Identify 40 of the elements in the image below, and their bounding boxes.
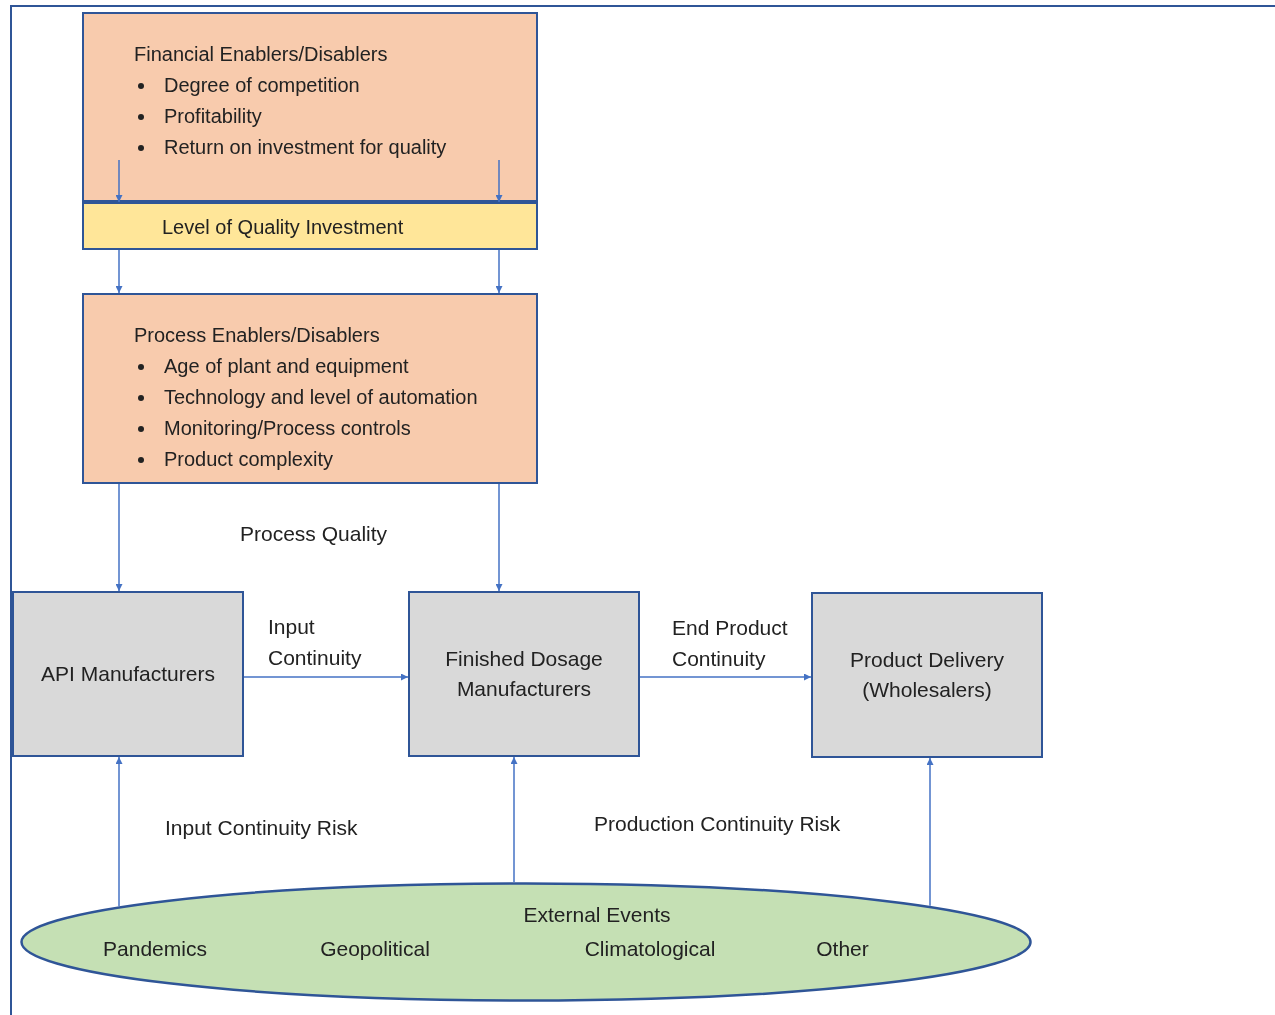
stage-label: API Manufacturers	[40, 661, 216, 687]
product-delivery-box	[811, 592, 1043, 758]
edge-label: End Product Continuity	[672, 615, 789, 672]
dosage-manufacturers-box	[408, 591, 640, 757]
arrow	[495, 483, 503, 592]
factor-item: Degree of competition	[164, 73, 360, 97]
stage-label: Product Delivery (Wholesalers)	[848, 647, 1006, 703]
event-type-label: Climatological	[583, 936, 717, 962]
event-type-label: Geopolitical	[319, 936, 431, 962]
quality-investment-band	[82, 202, 538, 250]
event-type-label: Pandemics	[102, 936, 208, 962]
api-manufacturers-box	[12, 591, 244, 757]
arrow	[243, 673, 409, 681]
event-type-label: Other	[815, 936, 870, 962]
edge-label: Input Continuity	[268, 614, 363, 671]
flow-label: Production Continuity Risk	[594, 811, 841, 837]
factor-heading: Financial Enablers/Disablers	[134, 42, 388, 66]
factor-item: Return on investment for quality	[164, 135, 447, 159]
factor-item: Product complexity	[164, 447, 333, 471]
arrow	[495, 159, 503, 203]
flow-label: Process Quality	[240, 521, 388, 547]
arrow	[115, 483, 123, 592]
arrow	[115, 159, 123, 203]
arrow	[115, 249, 123, 294]
band-label: Level of Quality Investment	[162, 215, 404, 239]
factor-item: Monitoring/Process controls	[164, 416, 411, 440]
factor-item: Technology and level of automation	[164, 385, 478, 409]
arrow	[510, 756, 518, 883]
arrow	[115, 756, 123, 908]
events-heading: External Events	[522, 902, 672, 928]
financial-factors-box	[82, 12, 538, 202]
factor-item: Profitability	[164, 104, 262, 128]
factor-heading: Process Enablers/Disablers	[134, 323, 380, 347]
arrow	[495, 249, 503, 294]
stage-label: Finished Dosage Manufacturers	[444, 646, 604, 702]
process-factors-box	[82, 293, 538, 484]
arrow	[926, 757, 934, 907]
arrow	[639, 673, 812, 681]
flow-label: Input Continuity Risk	[165, 815, 358, 841]
factor-item: Age of plant and equipment	[164, 354, 409, 378]
